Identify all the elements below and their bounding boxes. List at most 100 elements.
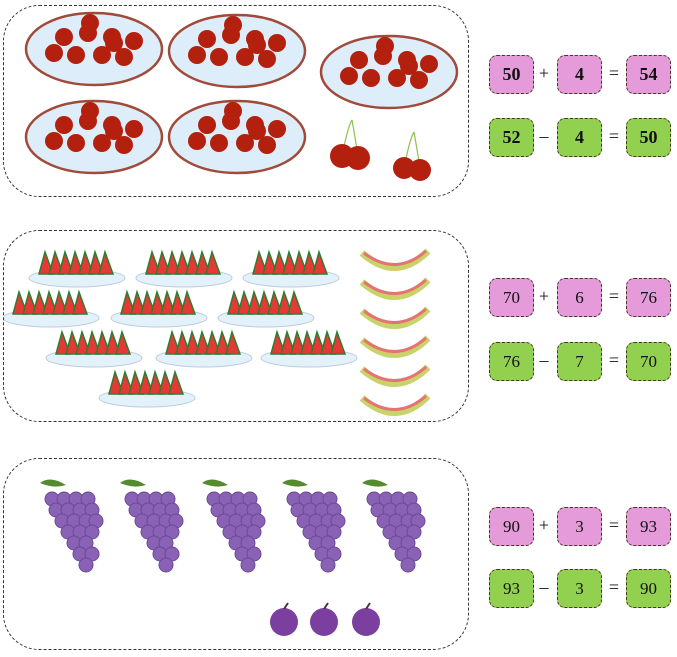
watermelon-slice <box>170 289 187 315</box>
watermelon-slice <box>58 249 75 275</box>
watermelon-slice <box>185 329 202 355</box>
plum <box>352 608 380 636</box>
cherry <box>224 102 242 120</box>
watermelon-slice <box>52 289 69 315</box>
watermelon-rind <box>359 393 431 416</box>
watermelon-rind <box>359 277 431 300</box>
watermelon-slice <box>247 289 264 315</box>
cherry <box>125 120 143 138</box>
cherry <box>115 48 133 66</box>
watermelon-slice <box>252 249 269 275</box>
cherry <box>388 69 406 87</box>
watermelon-slice <box>95 329 112 355</box>
cherry <box>420 55 438 73</box>
watermelon-slice <box>38 249 55 275</box>
operand-a-box: 50 <box>489 55 534 94</box>
cherry <box>210 134 228 152</box>
watermelon-slice <box>85 329 102 355</box>
cherry <box>210 48 228 66</box>
cherry <box>400 57 418 75</box>
watermelon-rind <box>359 335 431 358</box>
equals-sign: = <box>608 286 620 306</box>
operand-b-box: 3 <box>557 569 602 608</box>
cherry <box>376 37 394 55</box>
watermelon-slice <box>310 329 327 355</box>
operand-a-box: 93 <box>489 569 534 608</box>
watermelon-slice <box>72 289 89 315</box>
grape <box>78 557 94 573</box>
watermelon-rind <box>363 249 427 266</box>
operand-b-box: 4 <box>557 55 602 94</box>
watermelon-slice <box>287 289 304 315</box>
cherry <box>188 46 206 64</box>
watermelon-slice <box>155 249 172 275</box>
grape-leaf <box>362 479 388 487</box>
operand-a-box: 70 <box>489 278 534 317</box>
watermelon-slice <box>205 249 222 275</box>
grape <box>400 557 416 573</box>
watermelon-slice <box>160 289 177 315</box>
watermelon-rind <box>363 336 427 353</box>
cherry <box>258 50 276 68</box>
cherry <box>55 28 73 46</box>
watermelon-slice <box>300 329 317 355</box>
equals-sign: = <box>608 350 620 370</box>
watermelon-slice <box>282 249 299 275</box>
operator: – <box>539 126 549 146</box>
watermelon-rind <box>359 306 431 329</box>
equals-sign: = <box>608 515 620 535</box>
equals-sign: = <box>608 126 620 146</box>
result-box: 50 <box>626 118 671 157</box>
watermelon-slice <box>280 329 297 355</box>
watermelon-slice <box>140 289 157 315</box>
watermelon-slice <box>292 249 309 275</box>
plum-stem <box>323 602 329 610</box>
result-box: 90 <box>626 569 671 608</box>
cherry <box>268 34 286 52</box>
watermelon-slice <box>237 289 254 315</box>
watermelon-slice <box>320 329 337 355</box>
watermelon-rind <box>363 394 427 411</box>
cherry <box>125 32 143 50</box>
result-box: 76 <box>626 278 671 317</box>
cherry <box>248 122 266 140</box>
operand-b-box: 3 <box>557 507 602 546</box>
watermelon-slice <box>48 249 65 275</box>
grape <box>158 557 174 573</box>
watermelon-slice <box>312 249 329 275</box>
watermelon-slice <box>62 289 79 315</box>
cherry <box>45 44 63 62</box>
watermelon-slice <box>175 329 192 355</box>
cherry <box>115 136 133 154</box>
grape <box>240 557 256 573</box>
watermelon-slice <box>128 369 145 395</box>
operator: + <box>538 63 550 83</box>
watermelon-slice <box>98 249 115 275</box>
watermelon-slice <box>68 249 85 275</box>
watermelon-slice <box>227 289 244 315</box>
watermelon-slice <box>78 249 95 275</box>
cherry <box>340 67 358 85</box>
result-box: 70 <box>626 342 671 381</box>
watermelon-slice <box>277 289 294 315</box>
watermelon-slice <box>115 329 132 355</box>
cherry <box>248 36 266 54</box>
grape-leaf <box>40 479 66 487</box>
operator: – <box>539 350 549 370</box>
grape <box>320 557 336 573</box>
watermelon-rind <box>363 307 427 324</box>
watermelon-slice <box>205 329 222 355</box>
watermelon-slice <box>150 289 167 315</box>
cherry <box>93 46 111 64</box>
watermelon-slice <box>215 329 232 355</box>
watermelon-slice <box>105 329 122 355</box>
watermelon-slice <box>88 249 105 275</box>
cherry <box>236 134 254 152</box>
watermelon-slice <box>75 329 92 355</box>
operand-b-box: 6 <box>557 278 602 317</box>
cherry <box>198 116 216 134</box>
grape-panel <box>3 458 469 650</box>
watermelon-slice <box>165 249 182 275</box>
cherry <box>362 69 380 87</box>
watermelon-slice <box>180 289 197 315</box>
